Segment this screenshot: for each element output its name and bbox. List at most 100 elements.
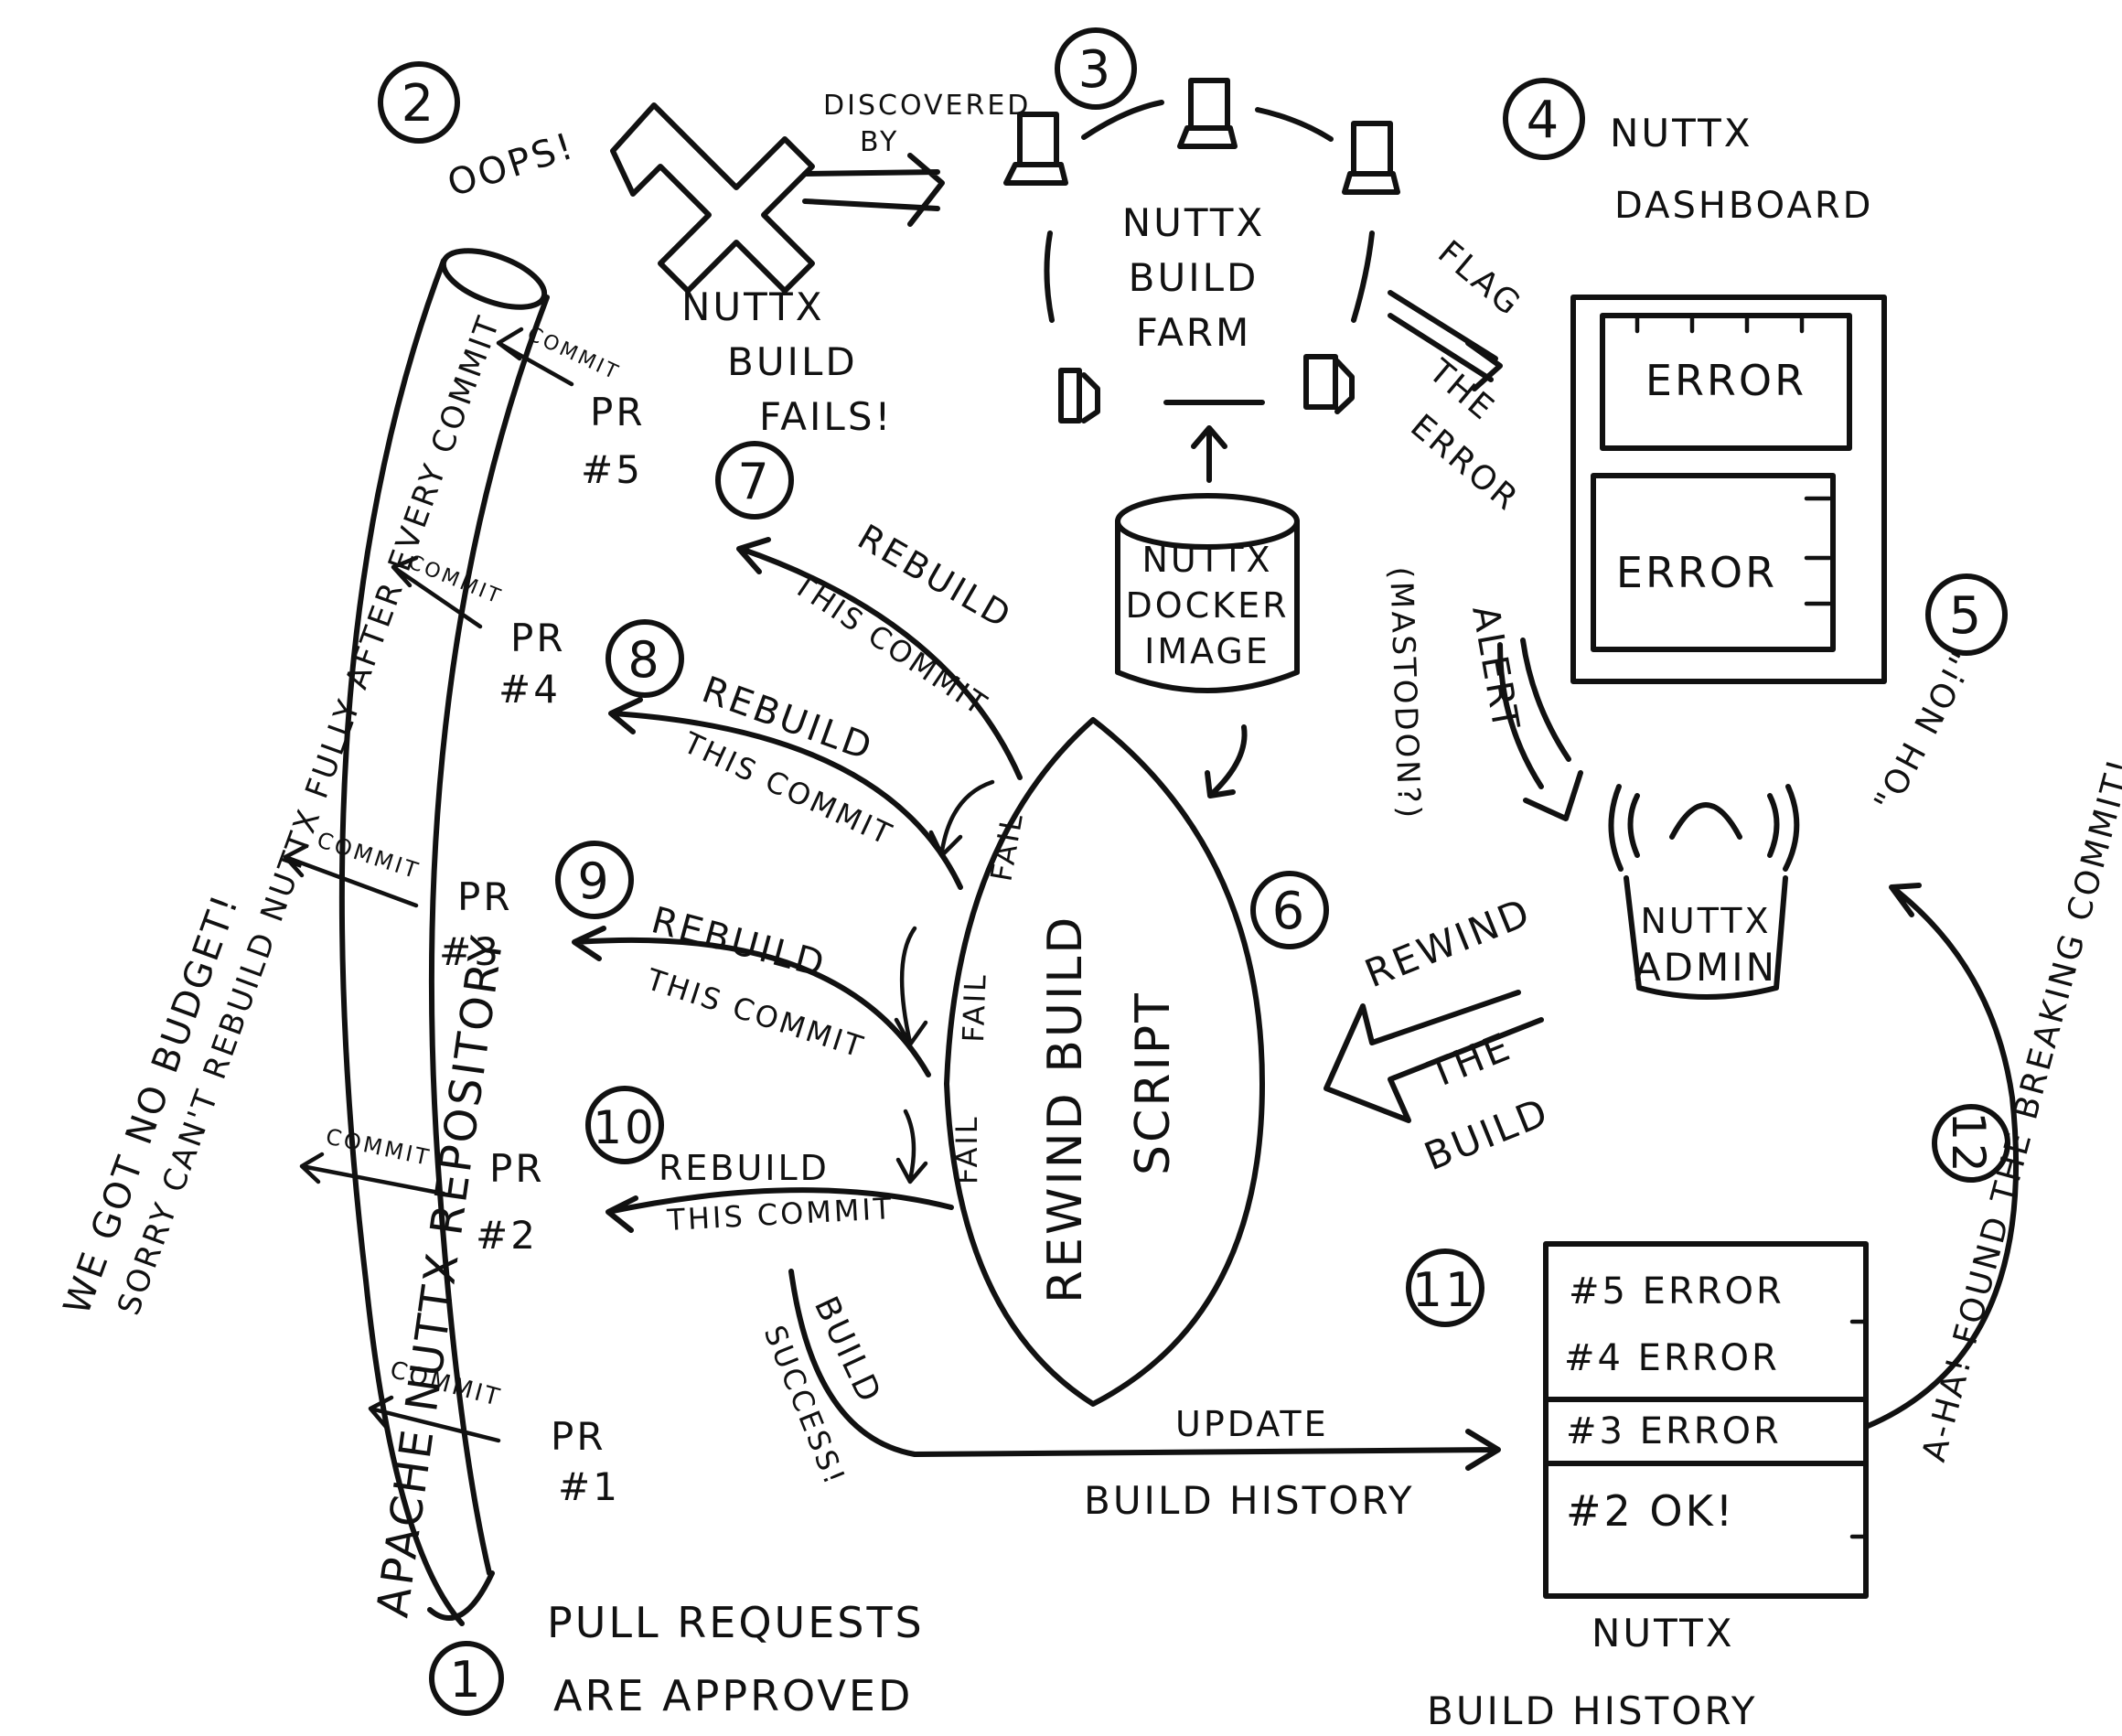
step-5-number: 5	[1949, 586, 1985, 646]
step-6-circle	[1250, 871, 1329, 949]
step-6-number: 6	[1272, 882, 1308, 941]
dashboard-error-panel	[1600, 313, 1852, 451]
docker-cylinder-body	[1115, 519, 1300, 693]
step-5-circle	[1925, 573, 2008, 656]
step-3-number: 3	[1078, 40, 1114, 100]
server-icon	[1177, 78, 1238, 149]
step-2-number: 2	[402, 74, 437, 134]
failure-x-icon	[610, 102, 815, 294]
admin-line-1: NUTTX	[1640, 901, 1771, 941]
this-commit-label: THIS COMMIT	[642, 961, 870, 1065]
server-icon	[1342, 121, 1400, 195]
commit-arrow-icon	[283, 843, 419, 908]
step-4-circle	[1503, 78, 1585, 160]
rebuild-label: REBUILD	[659, 1148, 830, 1188]
pr-3-line-1: PR	[457, 874, 513, 919]
flag-line-3: ERROR	[1403, 407, 1526, 519]
step-11-number: 11	[1412, 1263, 1478, 1318]
server-icon	[1058, 368, 1100, 423]
step-12-circle	[1932, 1104, 2010, 1183]
step-11-build-history: 11 #5 ERROR #4 ERROR #3 ERROR #2 OK! NUT…	[1406, 1241, 1869, 1733]
build-fails-line-1: NUTTX	[681, 284, 825, 329]
docker-image: NUTTX DOCKER IMAGE	[1115, 493, 1300, 798]
pr-4-line-1: PR	[510, 616, 566, 660]
pr-5-line-2: #5	[581, 447, 643, 492]
step-4-number: 4	[1527, 91, 1562, 150]
step-2-circle	[378, 61, 460, 144]
up-arrow-icon	[1191, 425, 1227, 483]
fail-label: FAIL	[949, 1114, 984, 1184]
fail-label: FAIL	[956, 971, 993, 1043]
panel-tick-marks	[1804, 496, 1832, 606]
dashboard-error-2: ERROR	[1616, 548, 1777, 597]
flag-the-error: FLAG THE ERROR	[1388, 233, 1528, 520]
alert-arrow-icon	[1497, 638, 1583, 821]
panel-tick-marks	[1634, 313, 1805, 334]
pr-3-line-2: #3	[439, 929, 501, 974]
rewind-the-build: REWIND THE BUILD	[1324, 889, 1556, 1179]
aha-label: A-HA! FOUND THE BREAKING COMMIT!	[1915, 753, 2122, 1465]
flag-arrow-icon	[1388, 290, 1503, 391]
script-shape	[944, 717, 1265, 1407]
commit-label: COMMIT	[405, 551, 506, 609]
step-10-circle	[585, 1086, 664, 1164]
oops-label: OOPS!	[443, 124, 581, 205]
farm-line-3: FARM	[1136, 310, 1251, 355]
repo-tube-top	[440, 248, 548, 310]
pr-5-line-1: PR	[590, 390, 646, 434]
rewind-line-3: BUILD	[1418, 1088, 1556, 1179]
rebuild-arrow-icon	[736, 537, 1023, 780]
commit-pr-3: COMMIT PR #3	[283, 827, 513, 974]
step-3-build-farm: 3 NUTTX BUILD FARM	[1003, 27, 1400, 483]
step-11-circle	[1406, 1248, 1484, 1327]
alert-label: ALERT	[1463, 603, 1527, 735]
rewind-line-1: REWIND	[1358, 889, 1538, 996]
commit-arrow-icon	[391, 555, 483, 629]
history-row-2: #2 OK!	[1566, 1486, 1735, 1536]
repo-tube-body	[338, 258, 550, 1626]
dashboard-error-1: ERROR	[1645, 356, 1806, 405]
script-line-1: REWIND BUILD	[1038, 915, 1093, 1303]
rebuild-arrow-icon	[606, 1187, 954, 1233]
step-1-number: 1	[449, 1651, 483, 1709]
farm-line-1: NUTTX	[1122, 200, 1266, 245]
docker-to-script-arrow-icon	[1205, 724, 1248, 798]
fail-label: FAIL	[983, 809, 1030, 884]
history-row-4: #4 ERROR	[1564, 1337, 1780, 1379]
rewind-arrow-icon	[1324, 990, 1544, 1123]
step-4-dashboard: 4 NUTTX DASHBOARD ERROR ERROR	[1503, 78, 1887, 684]
history-tick-marks	[1849, 1319, 1869, 1539]
history-dividers	[1543, 1397, 1869, 1466]
step-3-circle	[1055, 27, 1137, 110]
farm-line-2: BUILD	[1129, 255, 1259, 300]
step-12-number: 12	[1942, 1111, 1995, 1175]
server-icon	[1303, 354, 1355, 414]
alert: ALERT (MASTODON?)	[1382, 566, 1583, 821]
dashboard-line-2: DASHBOARD	[1614, 185, 1873, 227]
update-line-2: BUILD HISTORY	[1084, 1478, 1415, 1523]
build-fails-line-2: BUILD	[727, 339, 858, 384]
step-10-number: 10	[593, 1101, 657, 1154]
dashboard-error-panel	[1591, 473, 1836, 652]
pr-2-line-1: PR	[489, 1146, 545, 1191]
discovered-by-line-2: BY	[860, 126, 899, 158]
step-5-admin: 5 "OH NO!" NUTTX ADMIN	[1608, 573, 2008, 1000]
pull-requests-line-1: PULL REQUESTS	[547, 1598, 925, 1647]
found-arrow-icon	[1863, 883, 2020, 1430]
history-row-5: #5 ERROR	[1569, 1270, 1784, 1313]
history-row-3: #3 ERROR	[1566, 1410, 1782, 1452]
step-10-rebuild: 10 REBUILD THIS COMMIT	[585, 1086, 954, 1238]
flag-line-1: FLAG	[1431, 233, 1528, 324]
step-1: 1 PULL REQUESTS ARE APPROVED	[429, 1598, 925, 1720]
repo-tube-bottom	[427, 1570, 495, 1621]
mastodon-label: (MASTODON?)	[1382, 566, 1428, 821]
script-line-2: SCRIPT	[1126, 991, 1181, 1175]
admin-person-icon	[1608, 784, 1800, 1000]
docker-line-3: IMAGE	[1144, 631, 1270, 671]
docker-line-1: NUTTX	[1141, 540, 1272, 580]
pr-1-line-1: PR	[551, 1414, 606, 1459]
step-7-number: 7	[737, 453, 771, 510]
step-8-number: 8	[627, 631, 661, 689]
discovered-arrow-icon	[802, 153, 945, 227]
